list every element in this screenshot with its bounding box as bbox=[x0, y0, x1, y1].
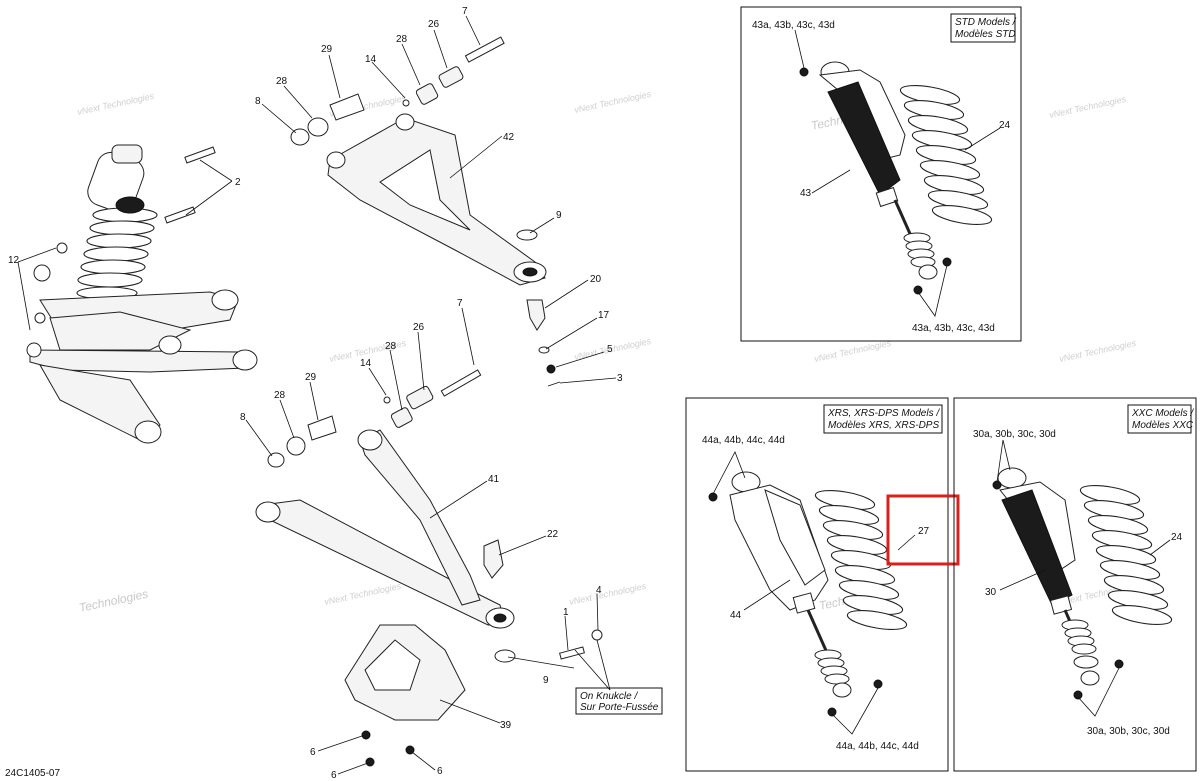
callout: 14 bbox=[365, 54, 377, 65]
callout: 7 bbox=[457, 298, 463, 309]
callout: 8 bbox=[255, 96, 261, 107]
callout: 44a, 44b, 44c, 44d bbox=[836, 741, 919, 752]
callout: 26 bbox=[413, 322, 425, 333]
callout: 1 bbox=[563, 607, 569, 618]
callout: 28 bbox=[396, 34, 408, 45]
xxc-models-panel: XXC Models / Modèles XXC bbox=[953, 397, 1197, 772]
suspension-assembly-overview bbox=[26, 144, 258, 444]
callout: 30a, 30b, 30c, 30d bbox=[973, 429, 1056, 440]
callout: 2 bbox=[235, 177, 241, 188]
callout: 24 bbox=[999, 120, 1011, 131]
callout: 7 bbox=[462, 6, 468, 17]
callout: 43 bbox=[800, 188, 812, 199]
lower-a-arm bbox=[255, 429, 515, 629]
callout: 24 bbox=[1171, 532, 1183, 543]
callout: 39 bbox=[500, 720, 512, 731]
lower-hardware bbox=[267, 369, 603, 663]
watermark: vNext Technologies bbox=[1058, 338, 1137, 364]
xxc-panel-title-2: Modèles XXC bbox=[1132, 420, 1194, 431]
watermark: vNext Technologies bbox=[568, 581, 647, 607]
callout: 6 bbox=[437, 766, 443, 777]
callout: 17 bbox=[598, 310, 610, 321]
callout: 28 bbox=[274, 390, 286, 401]
callout: 6 bbox=[331, 770, 337, 781]
knuckle-note: On Knukcle / Sur Porte-Fussée bbox=[575, 687, 663, 715]
watermark: vNext Technologies bbox=[76, 91, 155, 117]
std-models-panel: STD Models / Modèles STD bbox=[740, 6, 1022, 342]
watermark: vNext Technologies bbox=[573, 89, 652, 115]
callout: 42 bbox=[503, 132, 515, 143]
knuckle-note-line-2: Sur Porte-Fussée bbox=[580, 702, 659, 713]
callout: 14 bbox=[360, 358, 372, 369]
callout: 3 bbox=[617, 373, 623, 384]
xxc-panel-title-1: XXC Models / bbox=[1131, 408, 1194, 419]
callout-numbers: 7 26 28 29 14 28 8 42 2 12 9 20 17 5 3 7… bbox=[8, 6, 623, 781]
callout: 43a, 43b, 43c, 43d bbox=[912, 323, 995, 334]
callout: 28 bbox=[385, 341, 397, 352]
watermark: Technologies bbox=[78, 587, 150, 615]
highlight-box bbox=[886, 494, 960, 566]
upper-a-arm bbox=[326, 113, 547, 286]
callout: 28 bbox=[276, 76, 288, 87]
callout: 4 bbox=[596, 585, 602, 596]
callout: 30 bbox=[985, 587, 997, 598]
xrs-panel-title-1: XRS, XRS-DPS Models / bbox=[827, 408, 940, 419]
upper-hardware bbox=[164, 36, 561, 387]
callout: 44a, 44b, 44c, 44d bbox=[702, 435, 785, 446]
xrs-models-panel: XRS, XRS-DPS Models / Modèles XRS, XRS-D… bbox=[685, 397, 949, 772]
std-panel-title-2: Modèles STD bbox=[955, 29, 1016, 40]
document-code: 24C1405-07 bbox=[5, 768, 60, 779]
callout: 30a, 30b, 30c, 30d bbox=[1087, 726, 1170, 737]
std-panel-title-1: STD Models / bbox=[955, 17, 1017, 28]
callout: 6 bbox=[310, 747, 316, 758]
callout: 44 bbox=[730, 610, 742, 621]
callout: 8 bbox=[240, 412, 246, 423]
callout: 29 bbox=[305, 372, 317, 383]
watermark: vNext Technologies bbox=[813, 338, 892, 364]
callout: 29 bbox=[321, 44, 333, 55]
callout: 9 bbox=[543, 675, 549, 686]
callout: 5 bbox=[607, 344, 613, 355]
callout: 20 bbox=[590, 274, 602, 285]
xrs-panel-title-2: Modèles XRS, XRS-DPS bbox=[828, 420, 939, 431]
leader-lines bbox=[17, 15, 617, 775]
callout: 22 bbox=[547, 529, 559, 540]
callout: 43a, 43b, 43c, 43d bbox=[752, 20, 835, 31]
callout: 26 bbox=[428, 19, 440, 30]
knuckle-note-line-1: On Knukcle / bbox=[580, 691, 638, 702]
callout: 41 bbox=[488, 474, 500, 485]
watermark: vNext Technologies bbox=[323, 581, 402, 607]
callout: 12 bbox=[8, 255, 20, 266]
skid-plate bbox=[344, 624, 466, 767]
callout: 9 bbox=[556, 210, 562, 221]
callout: 27 bbox=[918, 526, 930, 537]
watermark: vNext Technologies bbox=[1048, 94, 1127, 120]
